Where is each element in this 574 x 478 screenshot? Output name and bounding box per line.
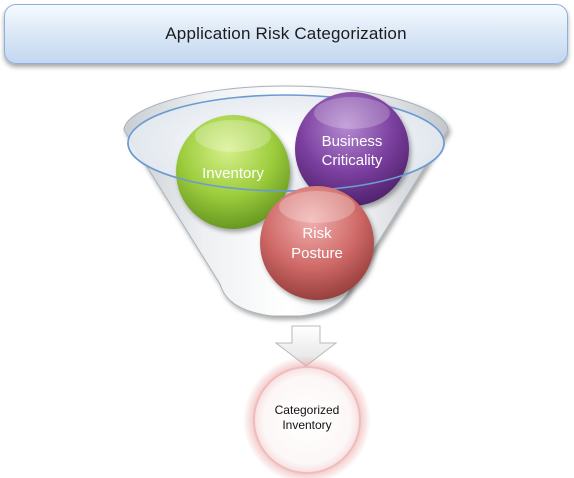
funnel-rim-front bbox=[127, 142, 445, 192]
risk-posture-label-line2: Posture bbox=[291, 245, 343, 262]
down-arrow-icon bbox=[274, 325, 338, 367]
business-criticality-label-line1: Business bbox=[322, 133, 383, 150]
inventory-label: Inventory bbox=[202, 165, 264, 182]
risk-posture-node: Risk Posture bbox=[260, 186, 374, 300]
business-criticality-node: Business Criticality bbox=[295, 92, 409, 206]
risk-posture-label-line1: Risk bbox=[302, 225, 332, 242]
inventory-node: Inventory bbox=[176, 115, 290, 229]
business-criticality-label-line2: Criticality bbox=[322, 152, 383, 169]
categorized-inventory-label-line2: Inventory bbox=[282, 418, 331, 432]
diagram-title: Application Risk Categorization bbox=[165, 24, 407, 43]
title-banner: Application Risk Categorization bbox=[4, 4, 568, 64]
categorized-inventory-label-line1: Categorized bbox=[275, 403, 340, 417]
categorized-inventory-node: Categorized Inventory bbox=[243, 356, 371, 478]
